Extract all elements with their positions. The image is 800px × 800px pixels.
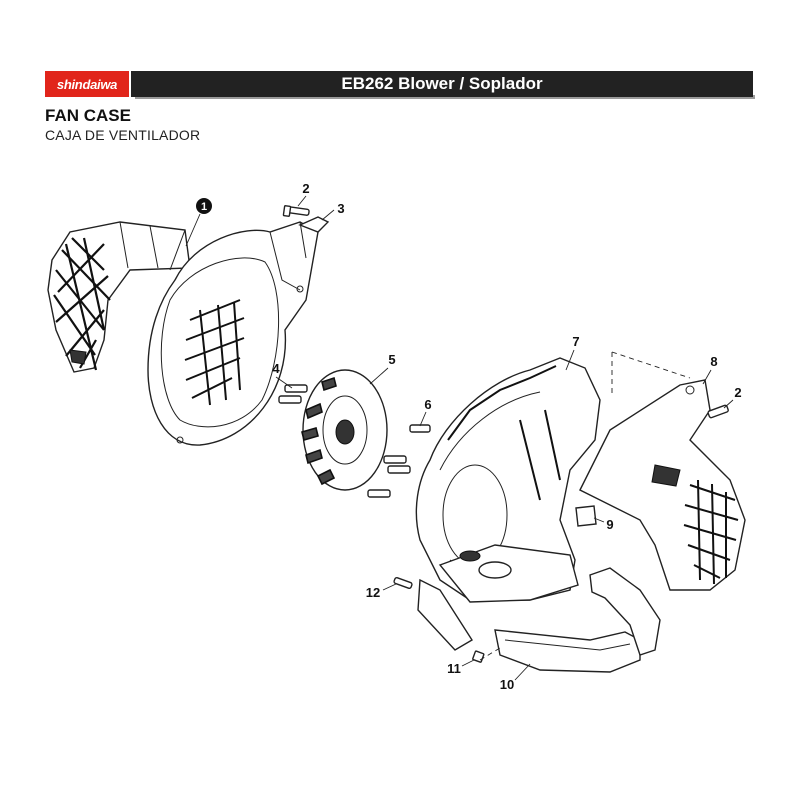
- part-2-screw-top: [282, 205, 310, 217]
- brand-logo: shindaiwa: [45, 71, 129, 97]
- part-11-nut: [472, 650, 485, 663]
- callout-1-circle: [196, 198, 212, 214]
- callout-8: 8: [710, 354, 717, 369]
- part-6-screws: [367, 424, 431, 498]
- part-5-impeller: [301, 369, 388, 491]
- callout-10: 10: [500, 677, 514, 692]
- callout-2-top: 2: [302, 181, 309, 196]
- assembly-dashed-line: [611, 351, 691, 395]
- part-10-handle: [494, 567, 661, 673]
- callout-6: 6: [424, 397, 431, 412]
- callout-2-right: 2: [734, 385, 741, 400]
- callout-9: 9: [606, 517, 613, 532]
- callout-5: 5: [388, 352, 395, 367]
- part-3-bracket: [298, 216, 330, 233]
- callout-7: 7: [572, 334, 579, 349]
- part-2-screw-right: [707, 404, 729, 419]
- callout-1: 1: [201, 201, 207, 213]
- header-shadow: [135, 95, 755, 99]
- callout-4: 4: [272, 361, 280, 376]
- header-dark-band: [131, 71, 753, 97]
- nut-dashed-line: [479, 647, 501, 661]
- leader-lines: [185, 195, 734, 681]
- part-12-screw: [393, 576, 413, 590]
- part-9-pad: [575, 505, 597, 527]
- part-7-main-housing: [415, 357, 601, 651]
- part-8-side-cover: [579, 379, 746, 591]
- callout-11: 11: [447, 661, 461, 676]
- section-title: FAN CASE: [45, 106, 131, 125]
- part-1-duct-cover: [47, 221, 191, 373]
- section-subtitle: CAJA DE VENTILADOR: [45, 127, 201, 143]
- callout-3: 3: [337, 201, 344, 216]
- brand-logo-text: shindaiwa: [56, 76, 118, 92]
- callout-12: 12: [366, 585, 380, 600]
- part-1-fan-housing: [147, 221, 319, 446]
- part-4-bolts: [278, 384, 308, 404]
- header-bar: shindaiwa EB262 Blower / Soplador: [45, 71, 755, 99]
- page-title: EB262 Blower / Soplador: [341, 74, 543, 93]
